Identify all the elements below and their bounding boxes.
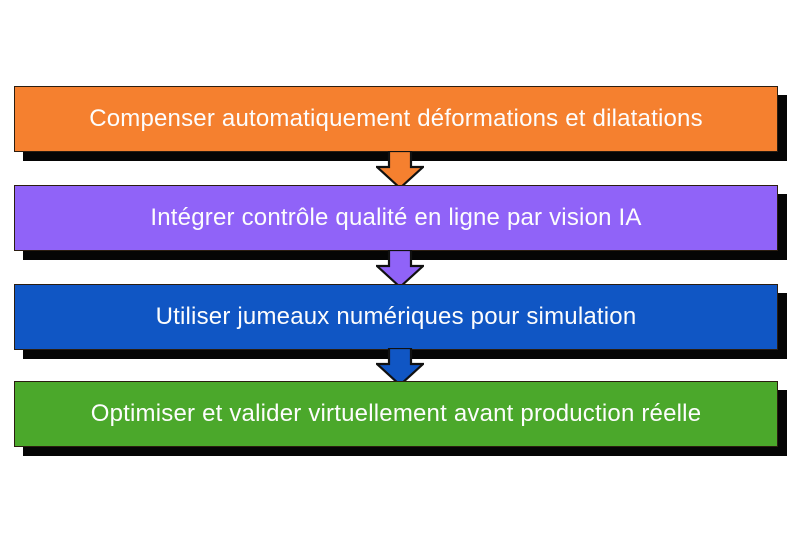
arrow-down-icon [376, 250, 424, 288]
flow-connector-2 [376, 250, 424, 288]
flow-step-3-label: Utiliser jumeaux numériques pour simulat… [155, 303, 637, 330]
flow-step-1[interactable]: Compenser automatiquement déformations e… [14, 86, 778, 152]
flow-connector-3 [376, 348, 424, 386]
flow-step-3[interactable]: Utiliser jumeaux numériques pour simulat… [14, 284, 778, 350]
flow-step-4-label: Optimiser et valider virtuellement avant… [90, 400, 702, 427]
arrow-down-icon [376, 348, 424, 386]
flow-step-1-label: Compenser automatiquement déformations e… [89, 105, 703, 132]
flow-step-2-label: Intégrer contrôle qualité en ligne par v… [150, 204, 642, 231]
flow-step-4[interactable]: Optimiser et valider virtuellement avant… [14, 381, 778, 447]
flow-step-2[interactable]: Intégrer contrôle qualité en ligne par v… [14, 185, 778, 251]
flow-connector-1 [376, 151, 424, 189]
arrow-down-icon [376, 151, 424, 189]
